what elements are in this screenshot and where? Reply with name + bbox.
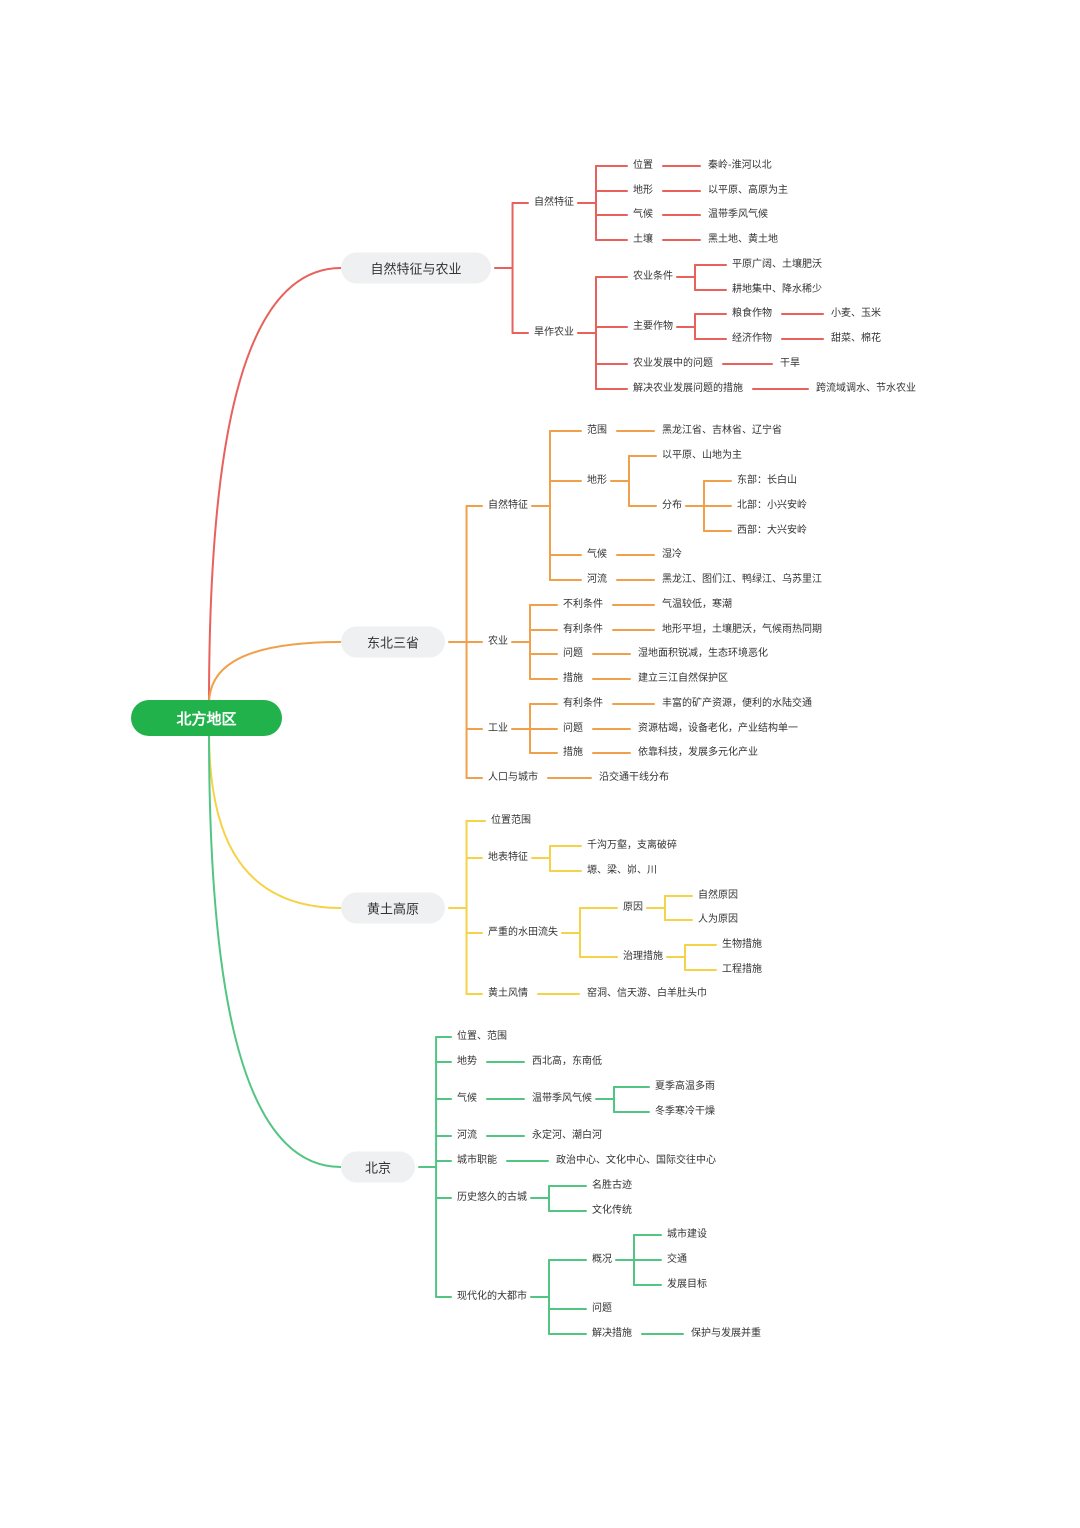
node-e2: 气候 [457,1093,477,1104]
node-d200: 自然原因 [698,890,738,901]
branch-node-dongbei: 东北三省 [341,626,445,658]
node-c00: 范围 [587,425,607,436]
node-c0112: 西部：大兴安岭 [737,525,807,536]
node-c30: 沿交通干线分布 [599,772,669,783]
branch-node-huangtu: 黄土高原 [341,892,445,924]
node-d11: 塬、梁、峁、川 [587,865,657,876]
node-a10: 农业条件 [633,271,673,282]
node-a010: 以平原、高原为主 [708,185,788,196]
node-a0: 自然特征 [534,197,574,208]
root-node: 北方地区 [131,700,282,736]
node-c02: 气候 [587,549,607,560]
node-a1100: 小麦、玉米 [831,308,881,319]
node-c011: 分布 [662,500,682,511]
node-a01: 地形 [633,185,653,196]
node-e51: 文化传统 [592,1205,632,1216]
connector-b1 [208,641,342,705]
node-e61: 问题 [592,1303,612,1314]
node-a110: 粮食作物 [732,308,772,319]
node-c110: 地形平坦，土壤肥沃，气候雨热同期 [662,624,822,635]
node-a111: 经济作物 [732,333,772,344]
node-c21: 问题 [563,723,583,734]
node-c11: 有利条件 [563,624,603,635]
node-e30: 永定河、潮白河 [532,1130,602,1141]
node-a100: 平原广阔、土壤肥沃 [732,259,822,270]
node-a1: 旱作农业 [534,327,574,338]
node-e40: 政治中心、文化中心、国际交往中心 [556,1155,716,1166]
node-e10: 西北高，东南低 [532,1056,602,1067]
node-c0111: 北部：小兴安岭 [737,500,807,511]
connector-b0 [208,267,342,705]
node-c120: 湿地面积锐减，生态环境恶化 [638,648,768,659]
node-c100: 气温较低，寒潮 [662,599,732,610]
node-a13: 解决农业发展问题的措施 [633,383,743,394]
node-a020: 温带季风气候 [708,209,768,220]
node-c22: 措施 [563,747,583,758]
node-a00: 位置 [633,160,653,171]
node-c020: 湿冷 [662,549,682,560]
branch-node-ziran-nongye: 自然特征与农业 [341,252,491,284]
node-e5: 历史悠久的古城 [457,1192,527,1203]
node-c20: 有利条件 [563,698,603,709]
node-e602: 发展目标 [667,1279,707,1290]
node-e620: 保护与发展并重 [691,1328,761,1339]
node-c010: 以平原、山地为主 [662,450,742,461]
node-c000: 黑龙江省、吉林省、辽宁省 [662,425,782,436]
node-a000: 秦岭-淮河以北 [708,160,772,171]
node-a101: 耕地集中、降水稀少 [732,284,822,295]
node-c210: 资源枯竭，设备老化，产业结构单一 [638,723,798,734]
node-e20: 温带季风气候 [532,1093,592,1104]
node-c10: 不利条件 [563,599,603,610]
node-c2: 工业 [488,723,508,734]
node-e600: 城市建设 [667,1229,707,1240]
node-d10: 千沟万壑，支离破碎 [587,840,677,851]
node-c3: 人口与城市 [488,772,538,783]
node-e62: 解决措施 [592,1328,632,1339]
node-c130: 建立三江自然保护区 [638,673,728,684]
node-c03: 河流 [587,574,607,585]
node-c0: 自然特征 [488,500,528,511]
node-e6: 现代化的大都市 [457,1291,527,1302]
node-d211: 工程措施 [722,964,762,975]
node-e50: 名胜古迹 [592,1180,632,1191]
node-a130: 跨流域调水、节水农业 [816,383,916,394]
node-e60: 概况 [592,1254,612,1265]
connector-b2 [208,731,342,909]
node-e601: 交通 [667,1254,687,1265]
node-c13: 措施 [563,673,583,684]
node-c220: 依靠科技，发展多元化产业 [638,747,758,758]
node-c12: 问题 [563,648,583,659]
branch-node-beijing: 北京 [341,1151,415,1183]
node-c0110: 东部：长白山 [737,475,797,486]
connector-b3 [208,731,342,1168]
node-d2: 严重的水田流失 [488,927,558,938]
node-a11: 主要作物 [633,321,673,332]
node-a030: 黑土地、黄土地 [708,234,778,245]
node-e4: 城市职能 [457,1155,497,1166]
node-a02: 气候 [633,209,653,220]
node-a12: 农业发展中的问题 [633,358,713,369]
node-e201: 冬季寒冷干燥 [655,1106,715,1117]
node-c01: 地形 [587,475,607,486]
node-e1: 地势 [457,1056,477,1067]
node-a120: 干旱 [780,358,800,369]
node-a1110: 甜菜、棉花 [831,333,881,344]
node-e0: 位置、范围 [457,1031,507,1042]
node-d20: 原因 [623,902,643,913]
node-c030: 黑龙江、图们江、鸭绿江、乌苏里江 [662,574,822,585]
node-d30: 窑洞、信天游、白羊肚头巾 [587,988,707,999]
node-d210: 生物措施 [722,939,762,950]
node-d21: 治理措施 [623,951,663,962]
node-e200: 夏季高温多雨 [655,1081,715,1092]
node-c1: 农业 [488,636,508,647]
node-c200: 丰富的矿产资源，便利的水陆交通 [662,698,812,709]
node-d1: 地表特征 [488,852,528,863]
node-a03: 土壤 [633,234,653,245]
node-d201: 人为原因 [698,914,738,925]
node-d3: 黄土风情 [488,988,528,999]
node-e3: 河流 [457,1130,477,1141]
node-d0: 位置范围 [491,815,531,826]
